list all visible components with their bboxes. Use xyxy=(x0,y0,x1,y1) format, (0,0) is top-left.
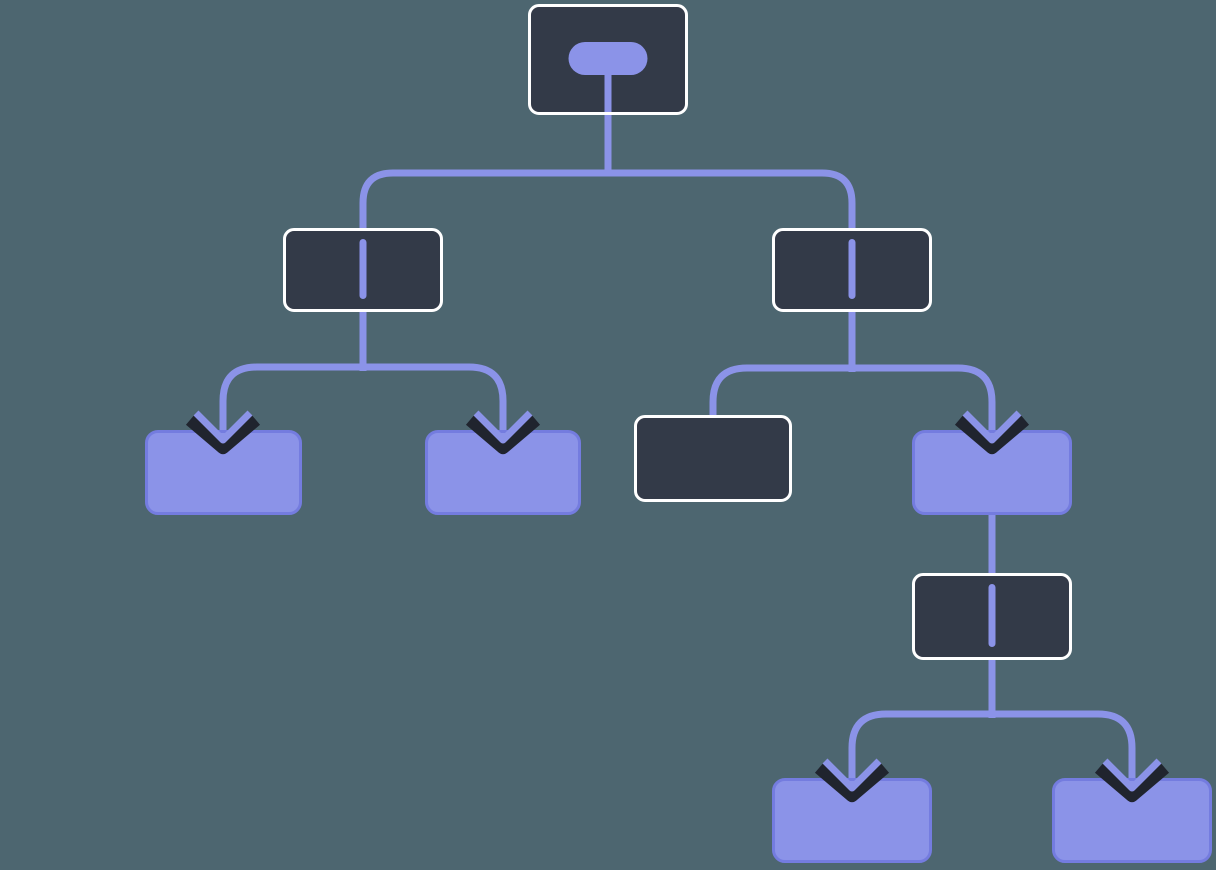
node-branch-right[interactable] xyxy=(772,228,932,312)
edge-split4-bar xyxy=(848,710,1136,784)
node-leaf-g[interactable] xyxy=(1052,778,1212,863)
node-purple-d[interactable] xyxy=(912,430,1072,515)
pass-through-line xyxy=(848,239,856,299)
node-leaf-f[interactable] xyxy=(772,778,932,863)
pill-stem-line xyxy=(604,71,612,112)
edge-split3-bar xyxy=(709,364,996,436)
node-branch-lower[interactable] xyxy=(912,573,1072,660)
node-root[interactable] xyxy=(528,4,688,115)
edge-split2-bar xyxy=(219,363,507,436)
node-dark-c[interactable] xyxy=(634,415,792,502)
pass-through-line xyxy=(359,239,367,299)
edge-split1-bar xyxy=(359,169,856,228)
node-leaf-b[interactable] xyxy=(425,430,581,515)
node-leaf-a[interactable] xyxy=(145,430,302,515)
node-branch-left[interactable] xyxy=(283,228,443,312)
pass-through-line xyxy=(988,584,996,647)
pill-shape xyxy=(568,42,648,75)
